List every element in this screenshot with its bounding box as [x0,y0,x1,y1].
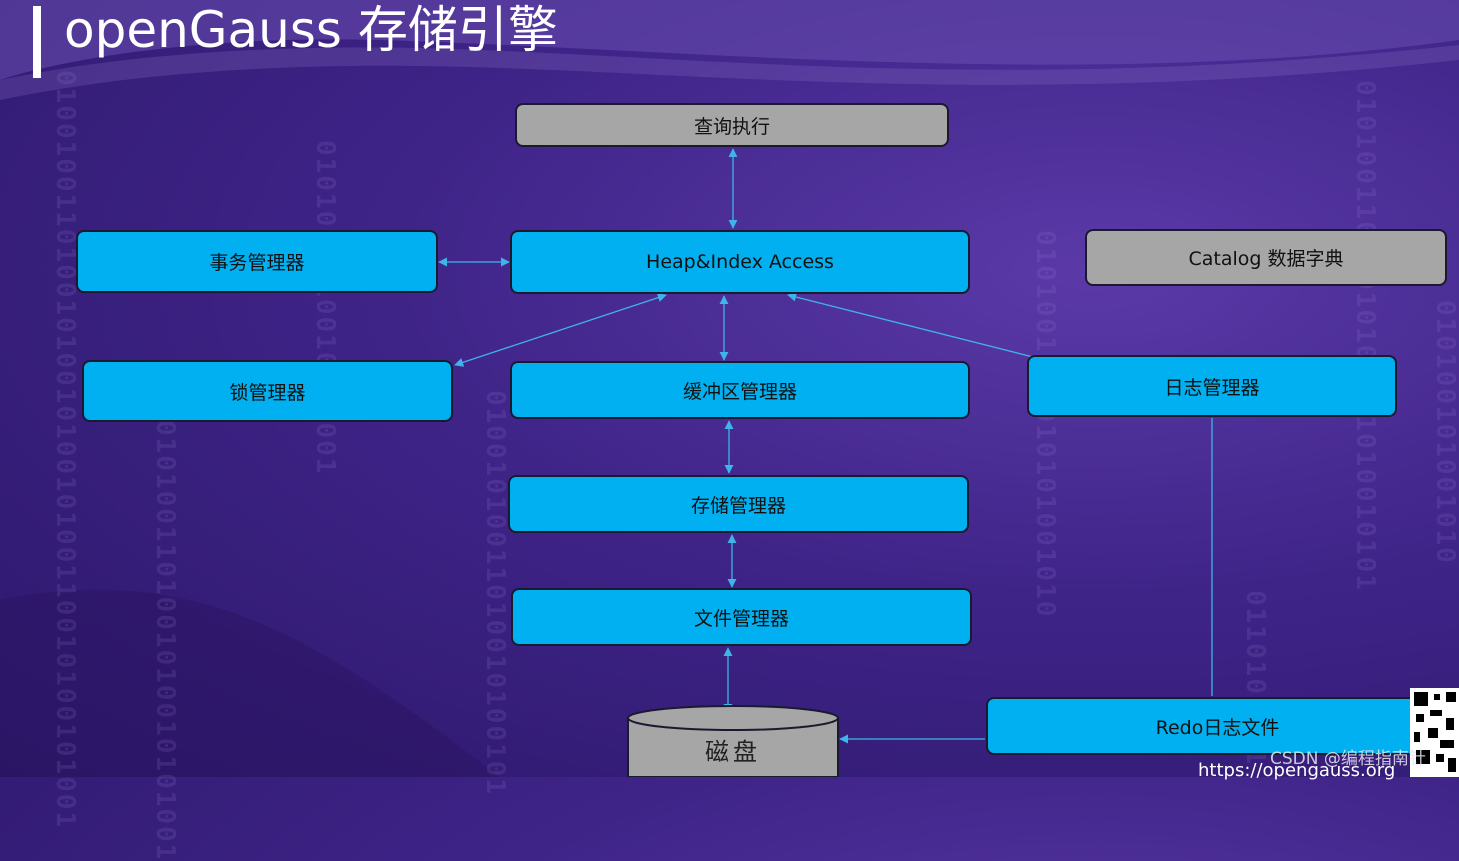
redo-log-file-box: Redo日志文件 [986,697,1449,755]
binary-decoration: 010100101001010 [1430,300,1459,565]
lock-manager-box: 锁管理器 [82,360,453,422]
storage-manager-box: 存储管理器 [508,475,969,533]
catalog-box: Catalog 数据字典 [1085,229,1447,286]
arrow-heap-lock [454,293,667,367]
page-title: openGauss 存储引擎 [64,1,558,59]
binary-decoration: 01001010011010010100101 [480,390,510,797]
title-accent-bar [33,6,41,78]
transaction-manager-box: 事务管理器 [76,230,438,293]
csdn-watermark: CSDN @编程指南针 [1270,749,1426,769]
background-decoration [0,0,1459,777]
footer-url[interactable]: https://opengauss.org [1198,760,1396,781]
diagram-connectors [438,148,1213,744]
heap-index-access-box: Heap&Index Access [510,230,970,294]
disk-cylinder-icon [627,705,839,777]
query-exec-box: 查询执行 [515,103,949,147]
file-manager-box: 文件管理器 [511,588,972,646]
qr-code-icon [1410,688,1459,777]
log-manager-box: 日志管理器 [1027,355,1397,417]
binary-decoration: 0101001010010101001010 [1030,230,1060,619]
arrow-log-heap [787,292,1034,358]
binary-decoration: 0100100110100101001010010100110010100101… [50,70,80,830]
disk-label: 磁盘 [705,738,761,766]
binary-decoration: 01010011010010100101010010101 [1350,80,1380,592]
buffer-manager-box: 缓冲区管理器 [510,361,970,419]
